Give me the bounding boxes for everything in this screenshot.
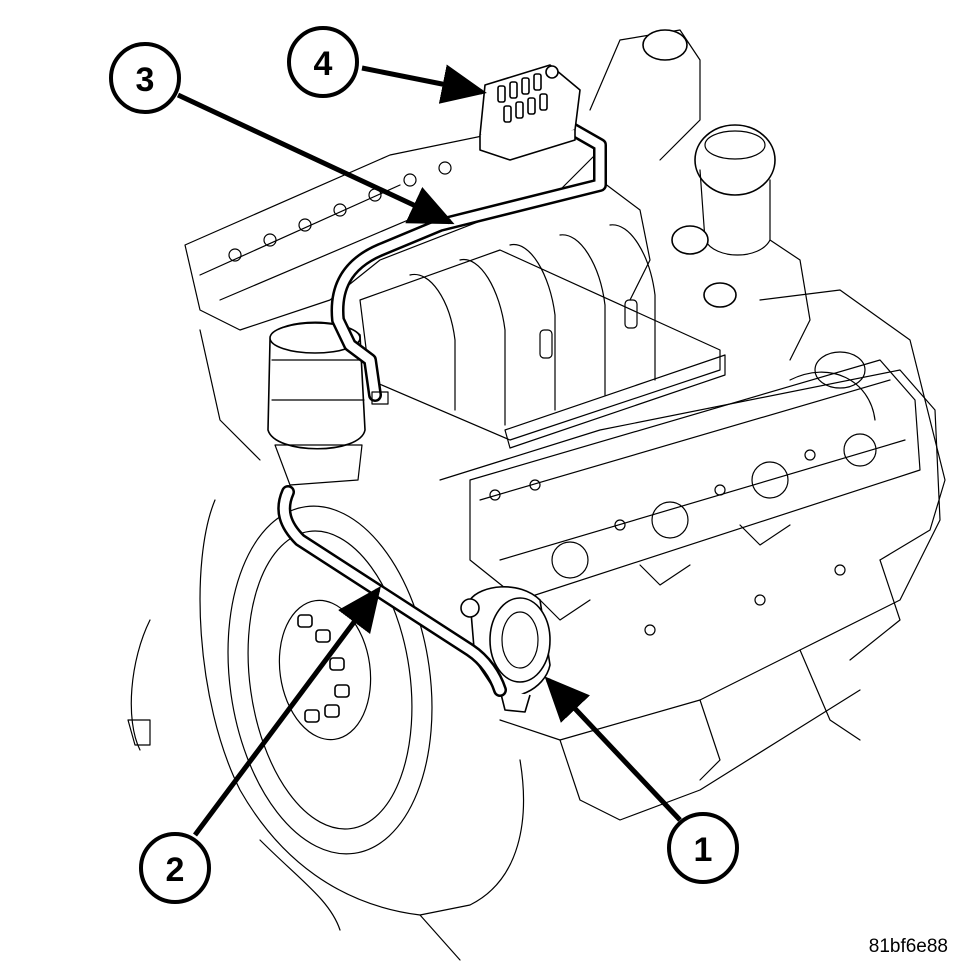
leader-line-4	[361, 64, 487, 104]
callout-1: 1	[667, 812, 739, 884]
engine-line-art	[127, 29, 946, 961]
valve-block	[479, 64, 581, 161]
callout-1-label: 1	[694, 831, 713, 869]
leader-line-1	[544, 676, 682, 822]
head-bolts	[489, 449, 846, 636]
intake-manifold	[359, 224, 726, 449]
lower-hose	[277, 485, 507, 697]
oil-filter-housing	[267, 321, 366, 486]
left-cylinder-head	[184, 119, 601, 461]
callout-3: 3	[109, 42, 181, 114]
callout-2-label: 2	[166, 851, 185, 889]
callout-3-label: 3	[136, 61, 155, 99]
callout-2: 2	[139, 832, 211, 904]
callout-4: 4	[287, 26, 359, 98]
figure-id: 81bf6e88	[869, 936, 948, 957]
leader-line-2	[192, 585, 381, 837]
callout-4-label: 4	[314, 45, 333, 83]
timing-cover	[759, 289, 946, 661]
front-accessories	[589, 29, 811, 361]
leader-line-3	[176, 92, 455, 225]
coil-packs	[539, 433, 877, 621]
valve-ports	[497, 73, 548, 123]
flywheel-bolts	[297, 614, 350, 723]
upper-hose	[330, 118, 607, 405]
